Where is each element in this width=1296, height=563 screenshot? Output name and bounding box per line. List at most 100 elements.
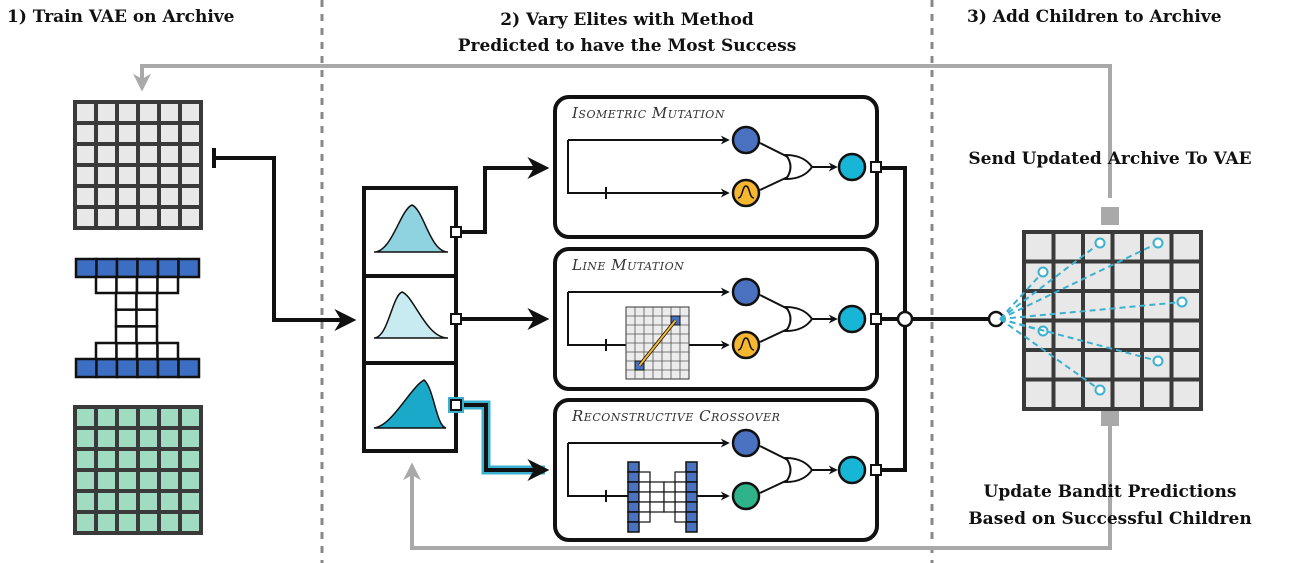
updated-archive-cell <box>1173 234 1199 260</box>
generated-cell <box>119 409 136 426</box>
archive-cell <box>182 209 199 226</box>
vae-mini-input <box>627 511 640 523</box>
generated-cell <box>182 514 199 531</box>
vae-mini-output <box>685 471 698 483</box>
vae-mini-decoder <box>674 481 687 493</box>
archive-cell <box>119 188 136 205</box>
archive-cell <box>140 167 157 184</box>
vae-latent-cell <box>114 325 138 345</box>
archive-cell <box>161 146 178 163</box>
updated-archive-cell <box>1114 234 1140 260</box>
isometric-mutation-box <box>553 95 882 239</box>
vae-network <box>74 257 201 379</box>
combine-gate <box>784 305 814 333</box>
generated-cell <box>161 409 178 426</box>
vae-mini-decoder <box>674 491 687 503</box>
vae-decoder-cell <box>156 341 180 361</box>
archive-cell <box>140 104 157 121</box>
combine-gate <box>784 456 814 484</box>
generated-cell <box>119 514 136 531</box>
generated-cell <box>140 514 157 531</box>
archive-cell <box>161 167 178 184</box>
section-title-vary: 2) Vary Elites with Method Predicted to … <box>322 7 932 59</box>
generated-cell <box>119 430 136 447</box>
generated-cell <box>119 451 136 468</box>
generated-cell <box>77 409 94 426</box>
parent-node <box>731 125 761 155</box>
vae-mini-encoder <box>638 481 651 493</box>
archive-cell <box>119 209 136 226</box>
vae-input-cell <box>95 257 119 279</box>
update-bandit-line2: Based on Successful Children <box>968 509 1252 529</box>
section-title-train: 1) Train VAE on Archive <box>7 7 235 27</box>
archive-cell <box>77 104 94 121</box>
port-crossover <box>450 399 462 411</box>
vae-output-cell <box>156 357 180 379</box>
vae-mini-decoder <box>674 511 687 523</box>
vae-encoder-cell <box>94 275 118 295</box>
send-updated-archive-label: Send Updated Archive To VAE <box>968 149 1252 169</box>
child-node <box>1176 296 1188 308</box>
archive-cell <box>140 209 157 226</box>
generated-cell <box>77 472 94 489</box>
child-node <box>837 455 867 485</box>
children-links <box>999 237 1188 396</box>
archive-cell <box>77 209 94 226</box>
vae-mini-latent <box>663 481 676 493</box>
updated-archive-cell <box>1085 263 1111 289</box>
updated-archive-cell <box>1144 322 1170 348</box>
feedback-arrow-top <box>133 64 1112 198</box>
vae-output-cell <box>115 357 139 379</box>
updated-archive-grid <box>1022 230 1203 411</box>
vae-input-cell <box>115 257 139 279</box>
update-bandit-label: Update Bandit Predictions Based on Succe… <box>935 479 1285 533</box>
vae-output-cell <box>74 357 98 379</box>
output-port <box>870 161 882 173</box>
archive-cell <box>77 125 94 142</box>
archive-cell <box>77 167 94 184</box>
merge-node <box>896 310 914 328</box>
child-node <box>837 304 867 334</box>
generated-cell <box>182 451 199 468</box>
distribution-curve-1 <box>373 204 449 253</box>
updated-archive-cell <box>1144 381 1170 407</box>
archive-cell <box>182 167 199 184</box>
vae-mini-output <box>685 481 698 493</box>
updated-archive-cell <box>1114 352 1140 378</box>
vae-mini-latent <box>663 501 676 513</box>
section-title-vary-line2: Predicted to have the Most Success <box>457 36 797 56</box>
vae-encoder-cell <box>115 275 139 295</box>
archive-cell <box>98 125 115 142</box>
generated-cell <box>77 493 94 510</box>
vae-latent-cell <box>114 291 138 311</box>
vae-mini-decoder <box>674 471 687 483</box>
generated-cell <box>161 493 178 510</box>
archive-cell <box>140 146 157 163</box>
generated-cell <box>182 493 199 510</box>
operator-title-line: Line Mutation <box>572 256 685 274</box>
operator-title-crossover: Reconstructive Crossover <box>572 407 781 425</box>
vae-mini-input <box>627 521 640 533</box>
updated-archive-cell <box>1173 263 1199 289</box>
output-port <box>870 313 882 325</box>
archive-cell <box>98 104 115 121</box>
generated-cell <box>140 451 157 468</box>
vae-input-cell <box>177 257 201 279</box>
updated-archive-cell <box>1173 381 1199 407</box>
child-link <box>999 318 1159 362</box>
child-link <box>999 271 1044 320</box>
vae-mini-encoder <box>638 511 651 523</box>
line-segment <box>638 319 677 367</box>
bandit-to-crossover-glow <box>459 400 545 475</box>
port-line <box>450 313 462 325</box>
bandit-panel <box>362 186 458 453</box>
updated-archive-cell <box>1114 381 1140 407</box>
updated-archive-cell <box>1055 293 1081 319</box>
updated-archive-cell <box>1026 381 1052 407</box>
archive-cell <box>119 125 136 142</box>
operator-title-isometric: Isometric Mutation <box>572 104 725 122</box>
generated-cell <box>140 472 157 489</box>
vae-latent-cell <box>114 308 138 328</box>
vae-encoder-cell <box>135 275 159 295</box>
